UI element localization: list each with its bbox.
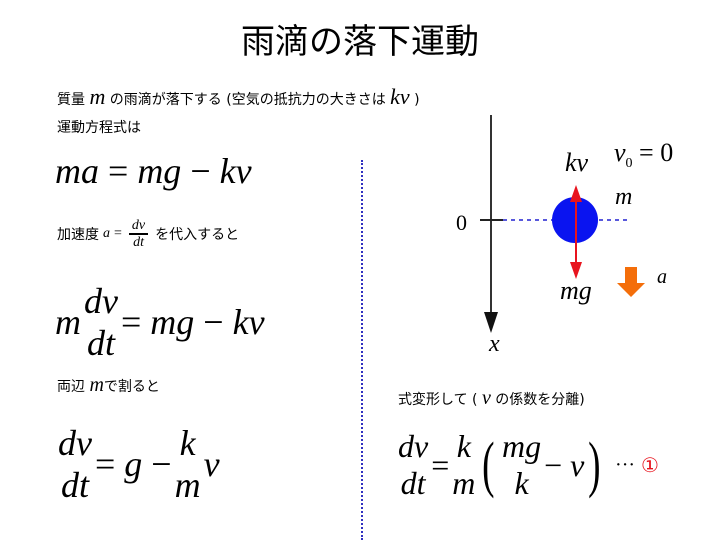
intro-m: m bbox=[89, 84, 106, 109]
acceleration-arrow bbox=[617, 267, 645, 297]
drag-label: kv bbox=[565, 148, 589, 177]
gravity-force-arrow bbox=[570, 262, 582, 279]
x-axis-arrowhead bbox=[484, 312, 498, 333]
eq4-kden: m bbox=[452, 465, 476, 501]
slide-title: 雨滴の落下運動 bbox=[241, 22, 479, 62]
mass-label: m bbox=[615, 184, 633, 210]
eq2-rhs2: kv bbox=[232, 302, 265, 342]
subst-post: を代入すると bbox=[155, 227, 240, 244]
eq1-lhs: ma bbox=[55, 151, 99, 191]
eq2-m: m bbox=[55, 302, 81, 342]
eq1-rhs2: kv bbox=[219, 151, 252, 191]
subst-a: a bbox=[103, 226, 110, 242]
acceleration-label: a bbox=[657, 266, 667, 288]
eq2-num: dv bbox=[84, 281, 118, 321]
intro-close: ) bbox=[414, 92, 420, 108]
subst-num: dv bbox=[128, 218, 149, 236]
divide-text: 両辺 mで割ると bbox=[57, 374, 160, 397]
transform-post: の係数を分離) bbox=[495, 392, 585, 408]
transform-v: v bbox=[481, 387, 491, 409]
initial-velocity: v0 = 0 bbox=[614, 138, 673, 172]
divide-pre: 両辺 bbox=[57, 379, 85, 395]
divide-m: m bbox=[89, 374, 104, 396]
origin-label: 0 bbox=[456, 210, 467, 235]
transform-text: 式変形して ( v の係数を分離) bbox=[398, 387, 585, 410]
eq2-rhs1: mg bbox=[150, 302, 195, 342]
eq4-num: dv bbox=[398, 428, 429, 464]
eq3-g: g bbox=[124, 444, 143, 484]
intro-pre: 質量 bbox=[57, 92, 85, 108]
drag-force-arrow bbox=[570, 185, 582, 202]
eq3-v: v bbox=[203, 444, 220, 484]
eq4-mgden: k bbox=[514, 465, 529, 501]
subst-pre: 加速度 bbox=[57, 227, 99, 244]
intro-post: の雨滴が落下する (空気の抵抗力の大きさは bbox=[109, 92, 386, 108]
divider-line bbox=[361, 160, 363, 540]
eq4-dots: ··· bbox=[615, 453, 636, 476]
intro-text: 質量 m の雨滴が落下する (空気の抵抗力の大きさは kv ) bbox=[57, 84, 420, 110]
gravity-label: mg bbox=[560, 276, 592, 305]
eq1-op: − bbox=[190, 151, 211, 191]
transform-pre: 式変形して ( bbox=[398, 392, 478, 408]
eq2-den: dt bbox=[86, 323, 115, 363]
v0-sub: 0 bbox=[625, 156, 633, 172]
eq4-den: dt bbox=[400, 465, 426, 501]
divide-post: で割ると bbox=[103, 379, 160, 395]
v0-eq: = 0 bbox=[639, 138, 674, 167]
subst-den: dt bbox=[133, 235, 144, 251]
eq3-num: dv bbox=[58, 423, 92, 463]
eq3-knum: k bbox=[179, 423, 196, 463]
equation-1: ma = mg − kv bbox=[55, 150, 252, 192]
eq1-eq: = bbox=[108, 151, 129, 191]
eq4-knum: k bbox=[456, 428, 471, 464]
eq3-kden: m bbox=[174, 465, 201, 505]
eq4-v: v bbox=[570, 446, 585, 483]
v0-v: v bbox=[614, 138, 626, 167]
intro-kv: kv bbox=[390, 84, 410, 109]
eq4-mgnum: mg bbox=[502, 428, 542, 464]
eom-label: 運動方程式は bbox=[57, 120, 141, 136]
eq1-rhs1: mg bbox=[137, 151, 182, 191]
x-axis-label: x bbox=[489, 331, 500, 357]
eq3-den: dt bbox=[60, 465, 89, 505]
equation-number-label: ① bbox=[641, 453, 659, 477]
